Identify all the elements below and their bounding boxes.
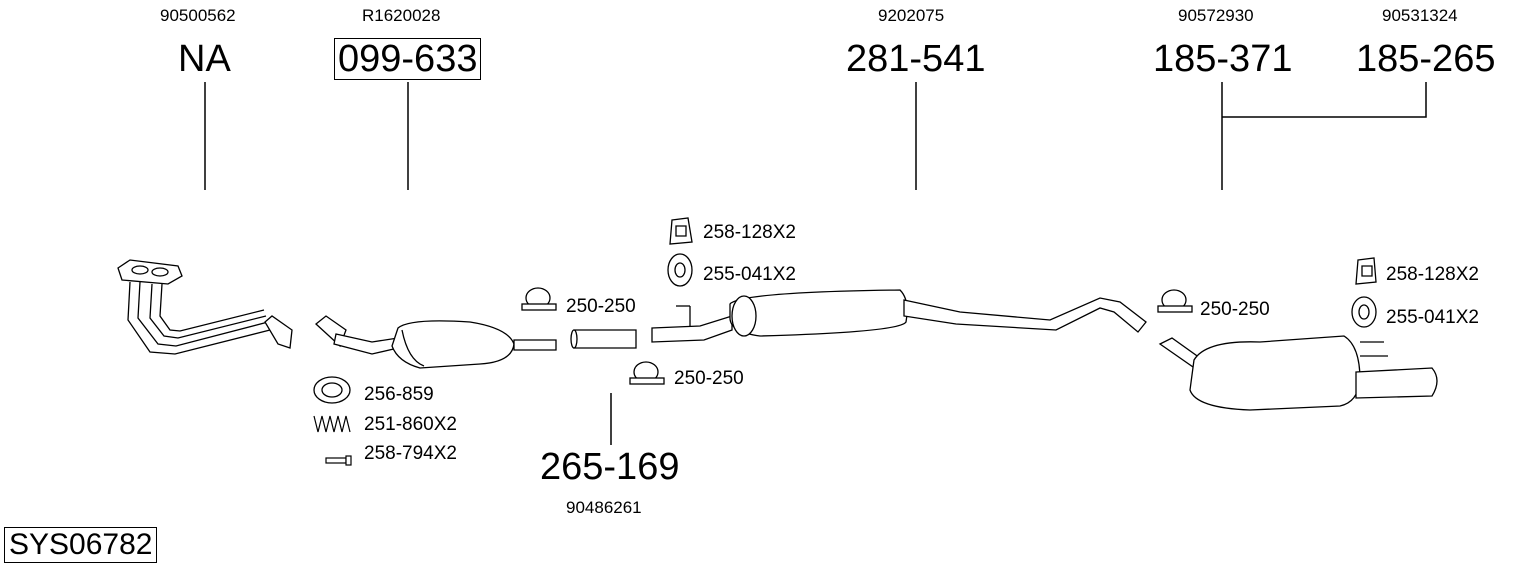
oem-number-rear-silencer-b: 90531324: [1382, 6, 1458, 25]
accessory-clamp-3[interactable]: 250-250: [1200, 299, 1270, 320]
clamp-icon: [1157, 289, 1193, 313]
accessory-spring[interactable]: 251-860X2: [364, 414, 457, 435]
part-code-middle-silencer[interactable]: 281-541: [846, 38, 986, 80]
ring-icon: [667, 253, 693, 287]
oem-number-rear-silencer-a: 90572930: [1178, 6, 1254, 25]
mount-rubber-icon: [669, 217, 693, 245]
spring-icon: [313, 415, 351, 433]
bolt-icon: [325, 455, 352, 466]
mount-rubber-icon: [1355, 257, 1377, 285]
oem-number-catalyst: R1620028: [362, 6, 441, 25]
system-code: SYS06782: [4, 527, 158, 563]
accessory-bolt[interactable]: 258-794X2: [364, 443, 457, 464]
part-code-rear-silencer-b[interactable]: 185-265: [1356, 38, 1496, 80]
clamp-icon: [521, 287, 557, 311]
part-code-catalyst[interactable]: 099-633: [334, 38, 482, 80]
gasket-icon: [313, 376, 351, 404]
accessory-ring-2[interactable]: 255-041X2: [1386, 307, 1479, 328]
oem-number-connecting-pipe: 90486261: [566, 498, 642, 517]
oem-number-downpipe: 90500562: [160, 6, 236, 25]
connecting-pipe-drawing: [570, 329, 637, 349]
clamp-icon: [629, 361, 665, 385]
accessory-ring-1[interactable]: 255-041X2: [703, 264, 796, 285]
accessory-mount-rubber-1[interactable]: 258-128X2: [703, 222, 796, 243]
accessory-clamp-1[interactable]: 250-250: [566, 296, 636, 317]
catalyst-drawing: [315, 315, 557, 369]
part-code-downpipe[interactable]: NA: [178, 38, 231, 80]
leader-line-rear-silencer-b: [1222, 82, 1427, 118]
accessory-mount-rubber-2[interactable]: 258-128X2: [1386, 264, 1479, 285]
middle-silencer-drawing: [651, 289, 1147, 343]
rear-silencer-drawing: [1158, 335, 1438, 411]
ring-icon: [1351, 296, 1377, 328]
oem-number-middle-silencer: 9202075: [878, 6, 945, 25]
accessory-gasket[interactable]: 256-859: [364, 384, 434, 405]
downpipe-drawing: [117, 259, 293, 355]
leader-lines: [204, 82, 1427, 445]
part-code-rear-silencer-a[interactable]: 185-371: [1153, 38, 1293, 80]
part-code-connecting-pipe[interactable]: 265-169: [540, 446, 680, 488]
accessory-clamp-2[interactable]: 250-250: [674, 368, 744, 389]
